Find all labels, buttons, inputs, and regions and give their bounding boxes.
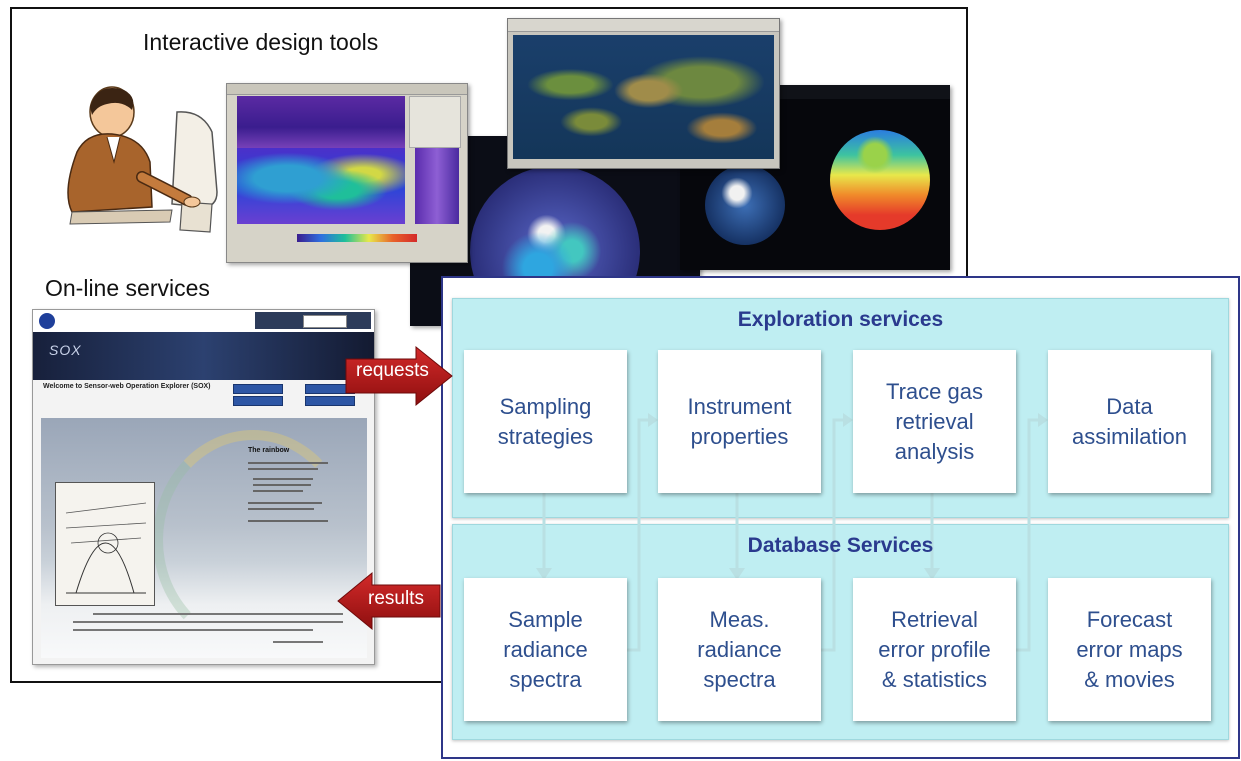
site-banner xyxy=(33,332,374,380)
poem-title: The rainbow xyxy=(248,447,290,454)
results-arrow xyxy=(337,571,441,631)
sampling-strategies-box: Sampling strategies xyxy=(464,350,627,493)
interactive-tools-title: Interactive design tools xyxy=(143,29,379,55)
results-label: results xyxy=(368,588,424,609)
text-line xyxy=(248,508,314,510)
search-input xyxy=(303,315,347,328)
text-line xyxy=(253,490,303,492)
map-panel-top xyxy=(237,96,405,148)
world-map-screenshot xyxy=(507,18,780,169)
meas-radiance-box: Meas. radiance spectra xyxy=(658,578,821,721)
text-line xyxy=(93,613,343,615)
nasa-logo-icon xyxy=(39,313,55,329)
data-assimilation-box: Data assimilation xyxy=(1048,350,1211,493)
text-line xyxy=(253,484,311,486)
instrument-properties-box: Instrument properties xyxy=(658,350,821,493)
retrieval-error-box: Retrieval error profile & statistics xyxy=(853,578,1016,721)
text-line xyxy=(248,520,328,522)
heatmap-globe-icon xyxy=(830,130,930,230)
sox-website-screenshot: SOX Welcome to Sensor-web Operation Expl… xyxy=(32,309,375,665)
trace-gas-retrieval-box: Trace gas retrieval analysis xyxy=(853,350,1016,493)
window-toolbar xyxy=(227,84,467,95)
person-at-computer-icon xyxy=(67,86,218,233)
earth-globe-icon xyxy=(705,165,785,245)
forecast-error-box: Forecast error maps & movies xyxy=(1048,578,1211,721)
online-services-title: On-line services xyxy=(45,275,210,301)
text-line xyxy=(73,629,313,631)
welcome-text: Welcome to Sensor-web Operation Explorer… xyxy=(43,383,211,390)
exploration-title: Exploration services xyxy=(737,308,944,331)
text-line xyxy=(248,462,328,464)
text-line xyxy=(273,641,323,643)
database-title: Database Services xyxy=(747,534,934,557)
nav-button xyxy=(233,396,283,406)
text-line xyxy=(248,468,318,470)
nav-button xyxy=(233,384,283,394)
window-toolbar xyxy=(508,19,779,32)
sample-radiance-box: Sample radiance spectra xyxy=(464,578,627,721)
banner-title: SOX xyxy=(49,342,82,358)
requests-arrow xyxy=(345,345,453,407)
map-plot-screenshot xyxy=(226,83,468,263)
text-line xyxy=(248,502,322,504)
sketch-image xyxy=(55,482,155,606)
side-panel xyxy=(409,96,461,148)
rainbow-arc xyxy=(153,430,353,650)
world-map xyxy=(513,35,774,159)
requests-label: requests xyxy=(356,360,429,381)
colorbar xyxy=(297,234,417,242)
nav-button xyxy=(305,396,355,406)
map-panel-main xyxy=(237,148,405,224)
side-plot xyxy=(415,148,459,224)
text-line xyxy=(253,478,313,480)
text-line xyxy=(73,621,343,623)
